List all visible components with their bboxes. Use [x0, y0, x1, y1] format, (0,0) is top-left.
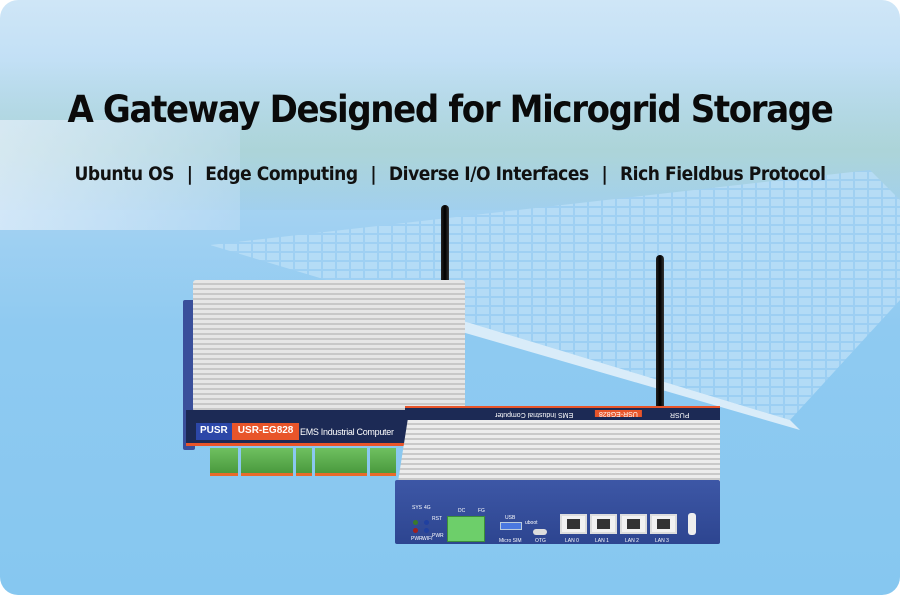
otg-port — [533, 529, 547, 535]
4g-led — [424, 520, 429, 525]
heatsink — [193, 280, 465, 412]
separator: | — [186, 163, 193, 185]
wifi-led — [424, 528, 429, 533]
feature-ubuntu: Ubuntu OS — [74, 163, 175, 185]
separator: | — [601, 163, 608, 185]
hdmi-port — [688, 513, 696, 535]
dc-power-connector — [447, 516, 485, 542]
lan-port — [620, 514, 647, 534]
feature-edge: Edge Computing — [205, 163, 358, 185]
device-logo: PUSR USR-EG828 — [196, 423, 300, 440]
lan-port — [560, 514, 587, 534]
device-label: EMS Industrial Computer — [300, 427, 394, 437]
separator: | — [370, 163, 377, 185]
terminal-blocks — [210, 448, 396, 476]
sys-led — [413, 520, 418, 525]
pwr-led — [413, 528, 418, 533]
headline: A Gateway Designed for Microgrid Storage — [67, 88, 833, 131]
feature-list: Ubuntu OS | Edge Computing | Diverse I/O… — [45, 163, 855, 185]
feature-io: Diverse I/O Interfaces — [388, 163, 589, 185]
heatsink — [398, 420, 720, 482]
device-label-band: EMS Industrial Computer USR-EG828 PUSR — [405, 406, 720, 422]
lan-port — [590, 514, 617, 534]
battery-containers-background — [0, 120, 240, 230]
antenna — [656, 255, 664, 415]
feature-fieldbus: Rich Fieldbus Protocol — [619, 163, 826, 185]
usb-port — [500, 522, 522, 530]
lan-port — [650, 514, 677, 534]
